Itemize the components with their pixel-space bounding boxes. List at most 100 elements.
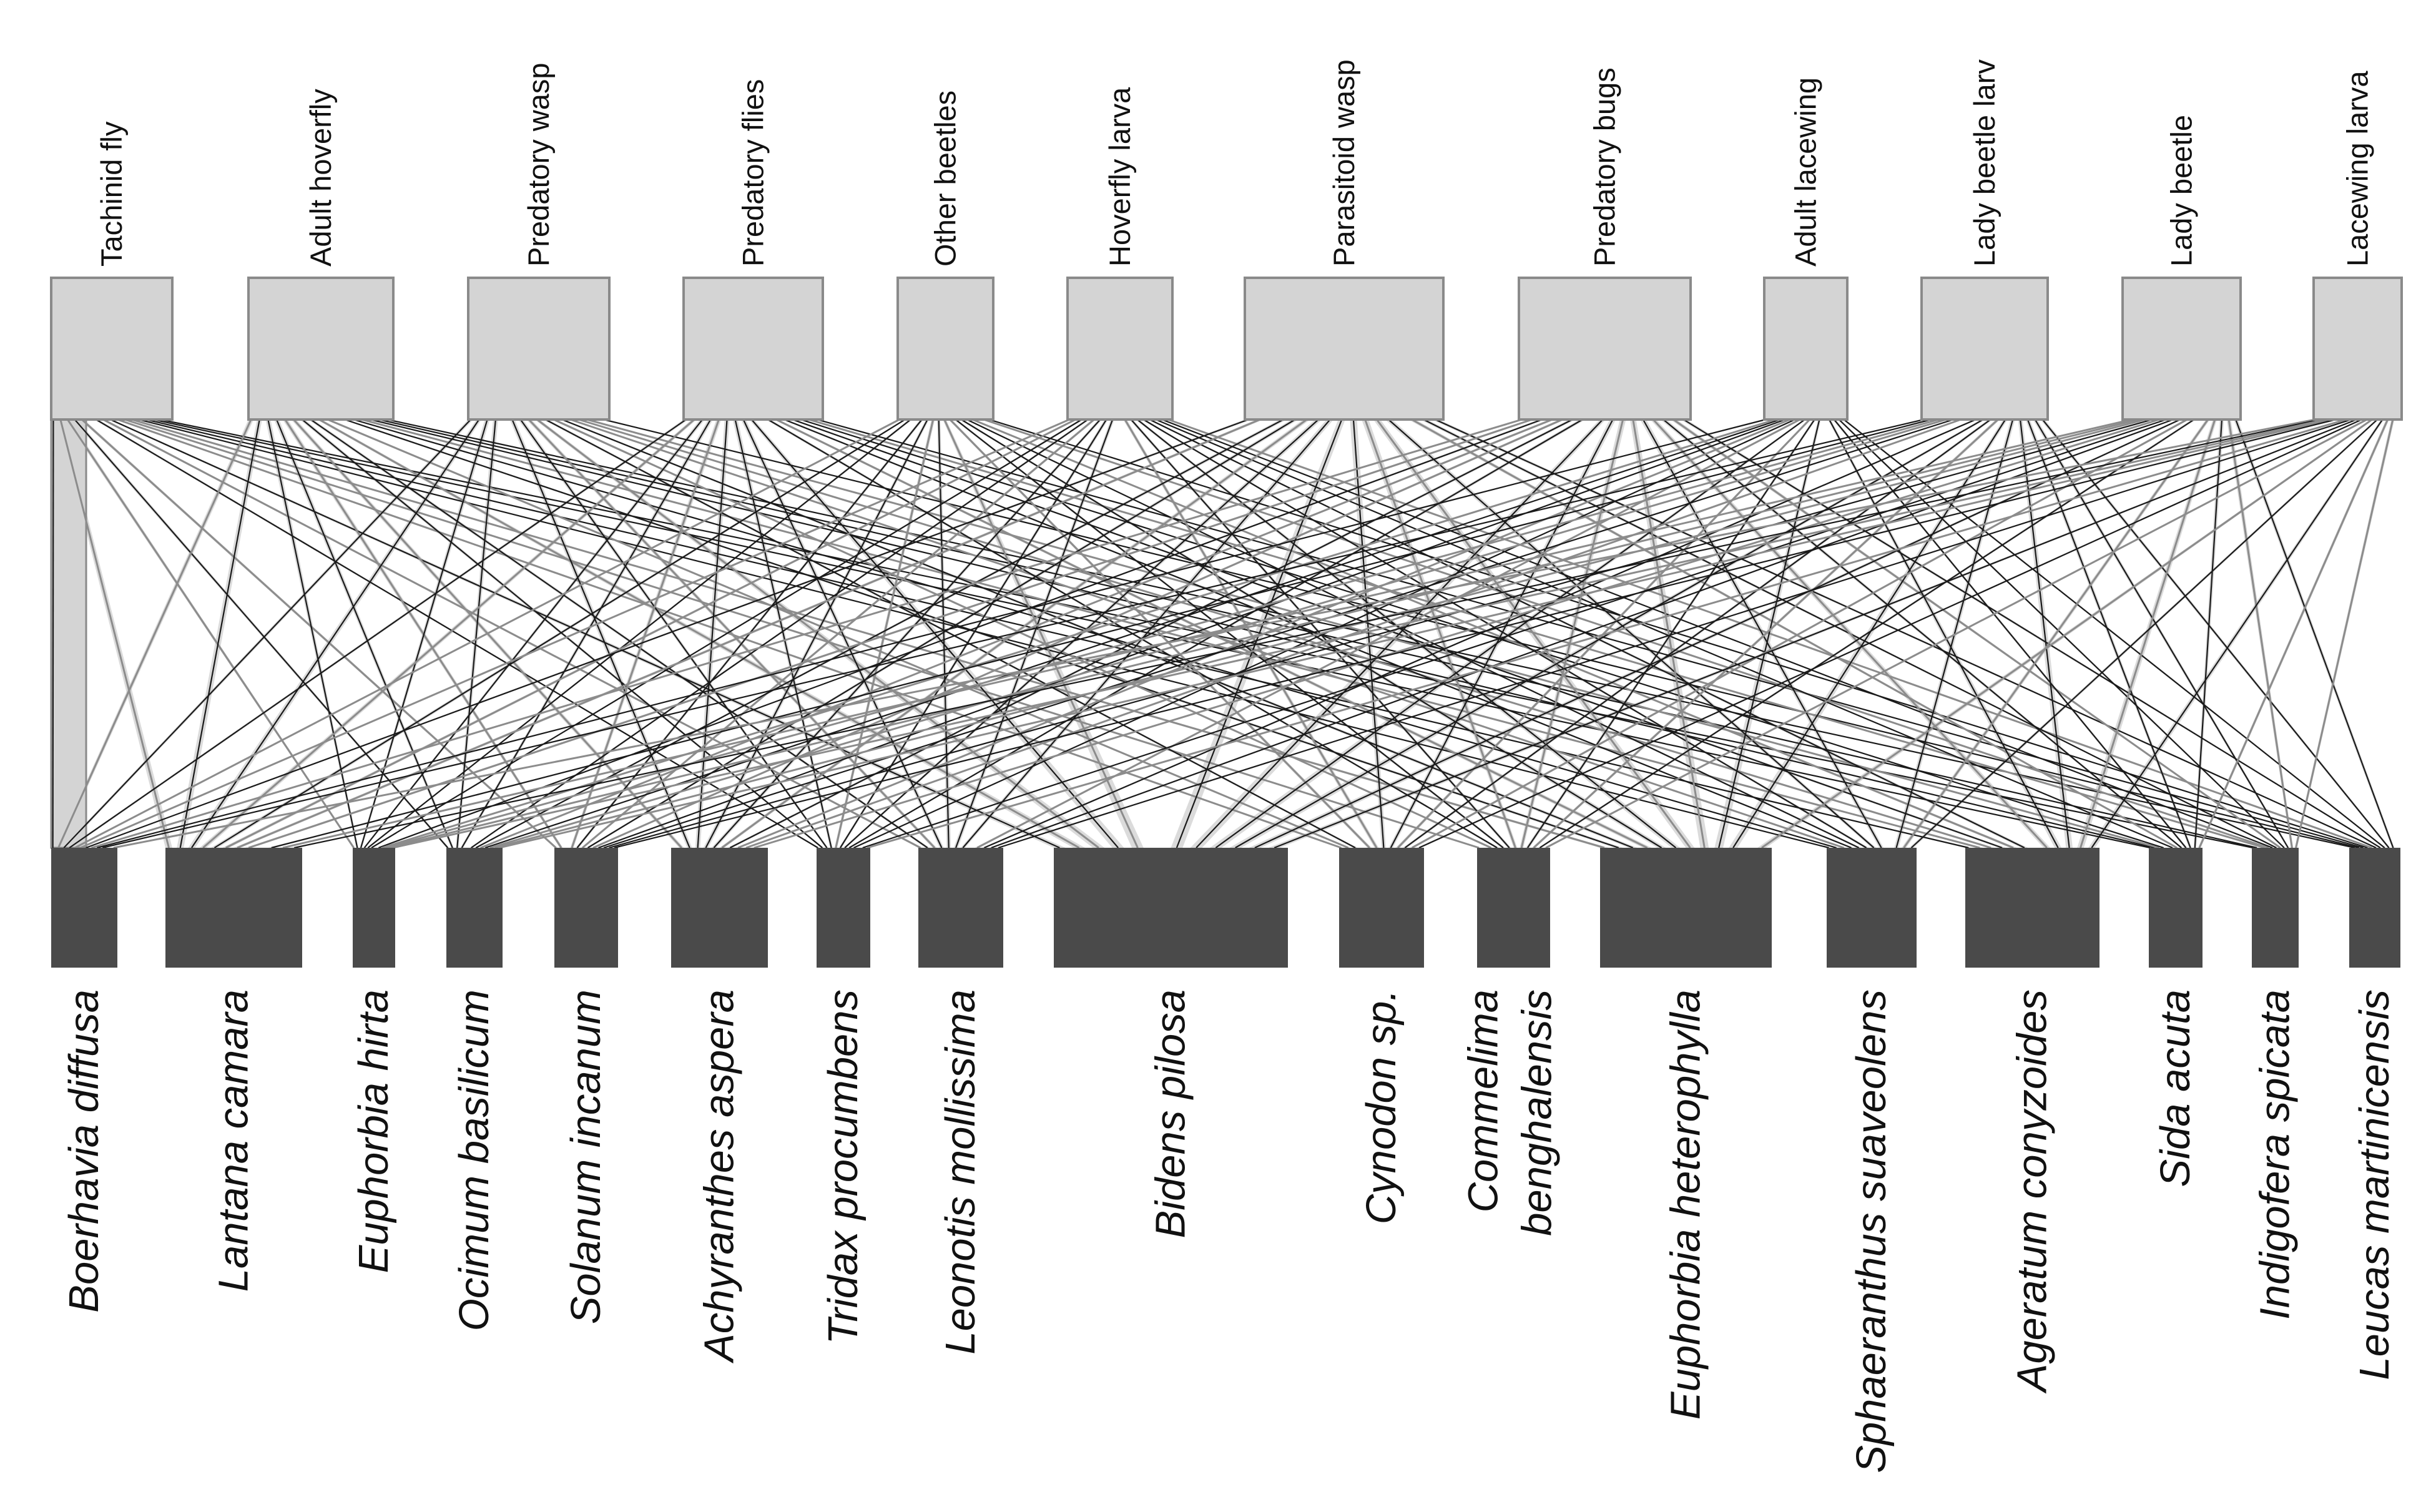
interaction-line — [745, 418, 1962, 849]
top-node-box — [1920, 277, 2049, 421]
interaction-line — [66, 419, 355, 848]
interaction-line — [1910, 419, 2378, 848]
bottom-node-box — [1965, 848, 2099, 968]
bottom-node-label: Sida acuta — [2152, 989, 2199, 1187]
interaction-line — [494, 418, 2146, 849]
top-node-box — [2312, 277, 2403, 421]
interaction-line — [983, 418, 2269, 849]
interaction-line — [2194, 419, 2223, 848]
interaction-line — [1388, 419, 1875, 848]
interaction-line — [475, 419, 1284, 848]
interaction-line — [1390, 419, 1614, 848]
interaction-line — [344, 418, 1619, 849]
interaction-line — [609, 418, 2153, 849]
interaction-line — [545, 419, 1356, 848]
interaction-line — [536, 418, 1099, 849]
interaction-line — [835, 419, 935, 848]
interaction-line — [284, 419, 562, 848]
interaction-line — [59, 419, 170, 848]
interaction-line — [499, 418, 2331, 849]
bottom-node-label: Leonotis mollissima — [937, 989, 984, 1355]
top-node-label: Hoverfly larva — [1103, 87, 1136, 267]
interaction-line — [751, 419, 1119, 848]
top-node-label: Lady beetle — [2165, 115, 2198, 267]
top-node-label: Predatory wasp — [522, 62, 555, 267]
interaction-line — [1274, 418, 2357, 849]
interaction-line — [705, 419, 928, 848]
interaction-line — [713, 419, 1101, 848]
interaction-line — [1176, 419, 1343, 848]
interaction-line — [1662, 419, 2183, 848]
interaction-line — [943, 419, 1139, 848]
interaction-line — [955, 419, 1114, 848]
interaction-line — [378, 418, 1543, 849]
interaction-line — [2080, 419, 2216, 848]
interaction-line — [1545, 418, 2368, 849]
interaction-line — [1761, 418, 2373, 849]
interaction-line — [614, 418, 2336, 849]
interaction-line — [603, 418, 1954, 849]
bottom-node-box — [1600, 848, 1772, 968]
bottom-node-label: Leucas martinicensis — [2351, 989, 2398, 1380]
top-node-box — [1763, 277, 1849, 421]
interaction-line — [1167, 418, 2372, 849]
interaction-line — [1672, 418, 2281, 849]
interaction-line — [1412, 418, 2188, 849]
interaction-line — [598, 418, 1786, 849]
interaction-line — [1149, 419, 2025, 848]
top-node-box — [682, 277, 824, 421]
top-node-box — [247, 277, 395, 421]
interaction-line — [1364, 419, 1516, 848]
top-node-box — [896, 277, 994, 421]
interaction-line — [353, 418, 1837, 849]
interaction-line — [461, 419, 712, 848]
interaction-line — [124, 418, 1480, 849]
interaction-line — [69, 419, 687, 848]
interaction-line — [97, 418, 1766, 849]
interaction-line — [139, 418, 1829, 849]
bottom-node-label: Bidens pilosa — [1147, 989, 1194, 1239]
interaction-line — [52, 419, 54, 848]
interaction-line — [972, 418, 2014, 849]
interaction-line — [271, 418, 1932, 849]
interaction-line — [808, 418, 2266, 849]
interaction-line — [117, 418, 1342, 849]
interaction-line — [955, 419, 1504, 848]
top-node-label: Adult lacewing — [1789, 77, 1822, 267]
bottom-node-label: Indigofera spicata — [2252, 989, 2299, 1320]
interaction-line — [385, 418, 1939, 849]
top-node-box — [50, 277, 174, 421]
interaction-line — [74, 419, 449, 848]
bottom-node-box — [2349, 848, 2400, 968]
bottom-node-box — [1477, 848, 1550, 968]
interaction-line — [1155, 418, 2173, 849]
interaction-line — [1903, 419, 2209, 848]
interaction-line — [102, 418, 921, 849]
top-level-boxes — [50, 277, 2403, 421]
interaction-line — [74, 418, 900, 849]
interaction-line — [962, 419, 1331, 848]
interaction-line — [2034, 419, 2289, 848]
bottom-node-box — [918, 848, 1003, 968]
bottom-node-label: Ageratum conyzoides — [2009, 989, 2056, 1394]
interaction-line — [792, 418, 2003, 849]
interaction-line — [267, 419, 358, 848]
interaction-line — [225, 418, 1076, 849]
bottom-node-label: Euphorbia hirta — [350, 989, 397, 1273]
bottom-node-box — [1054, 848, 1288, 968]
interaction-line — [1632, 419, 1706, 848]
top-node-label: Tachinid fly — [95, 121, 128, 267]
interaction-line — [998, 418, 2352, 849]
interaction-line — [586, 418, 2159, 849]
bottom-node-box — [51, 848, 117, 968]
bottom-node-label: Achyranthes aspera — [696, 989, 743, 1364]
interaction-line — [367, 419, 911, 848]
interaction-line — [318, 418, 1080, 849]
interaction-line — [991, 418, 2174, 849]
interaction-line — [1411, 418, 2178, 849]
interaction-line — [853, 418, 1795, 849]
bottom-node-label: Commelima — [1460, 989, 1507, 1212]
interaction-lines — [52, 418, 2394, 849]
interaction-line — [480, 418, 1553, 849]
top-node-label: Lady beetle larv — [1968, 59, 2001, 267]
